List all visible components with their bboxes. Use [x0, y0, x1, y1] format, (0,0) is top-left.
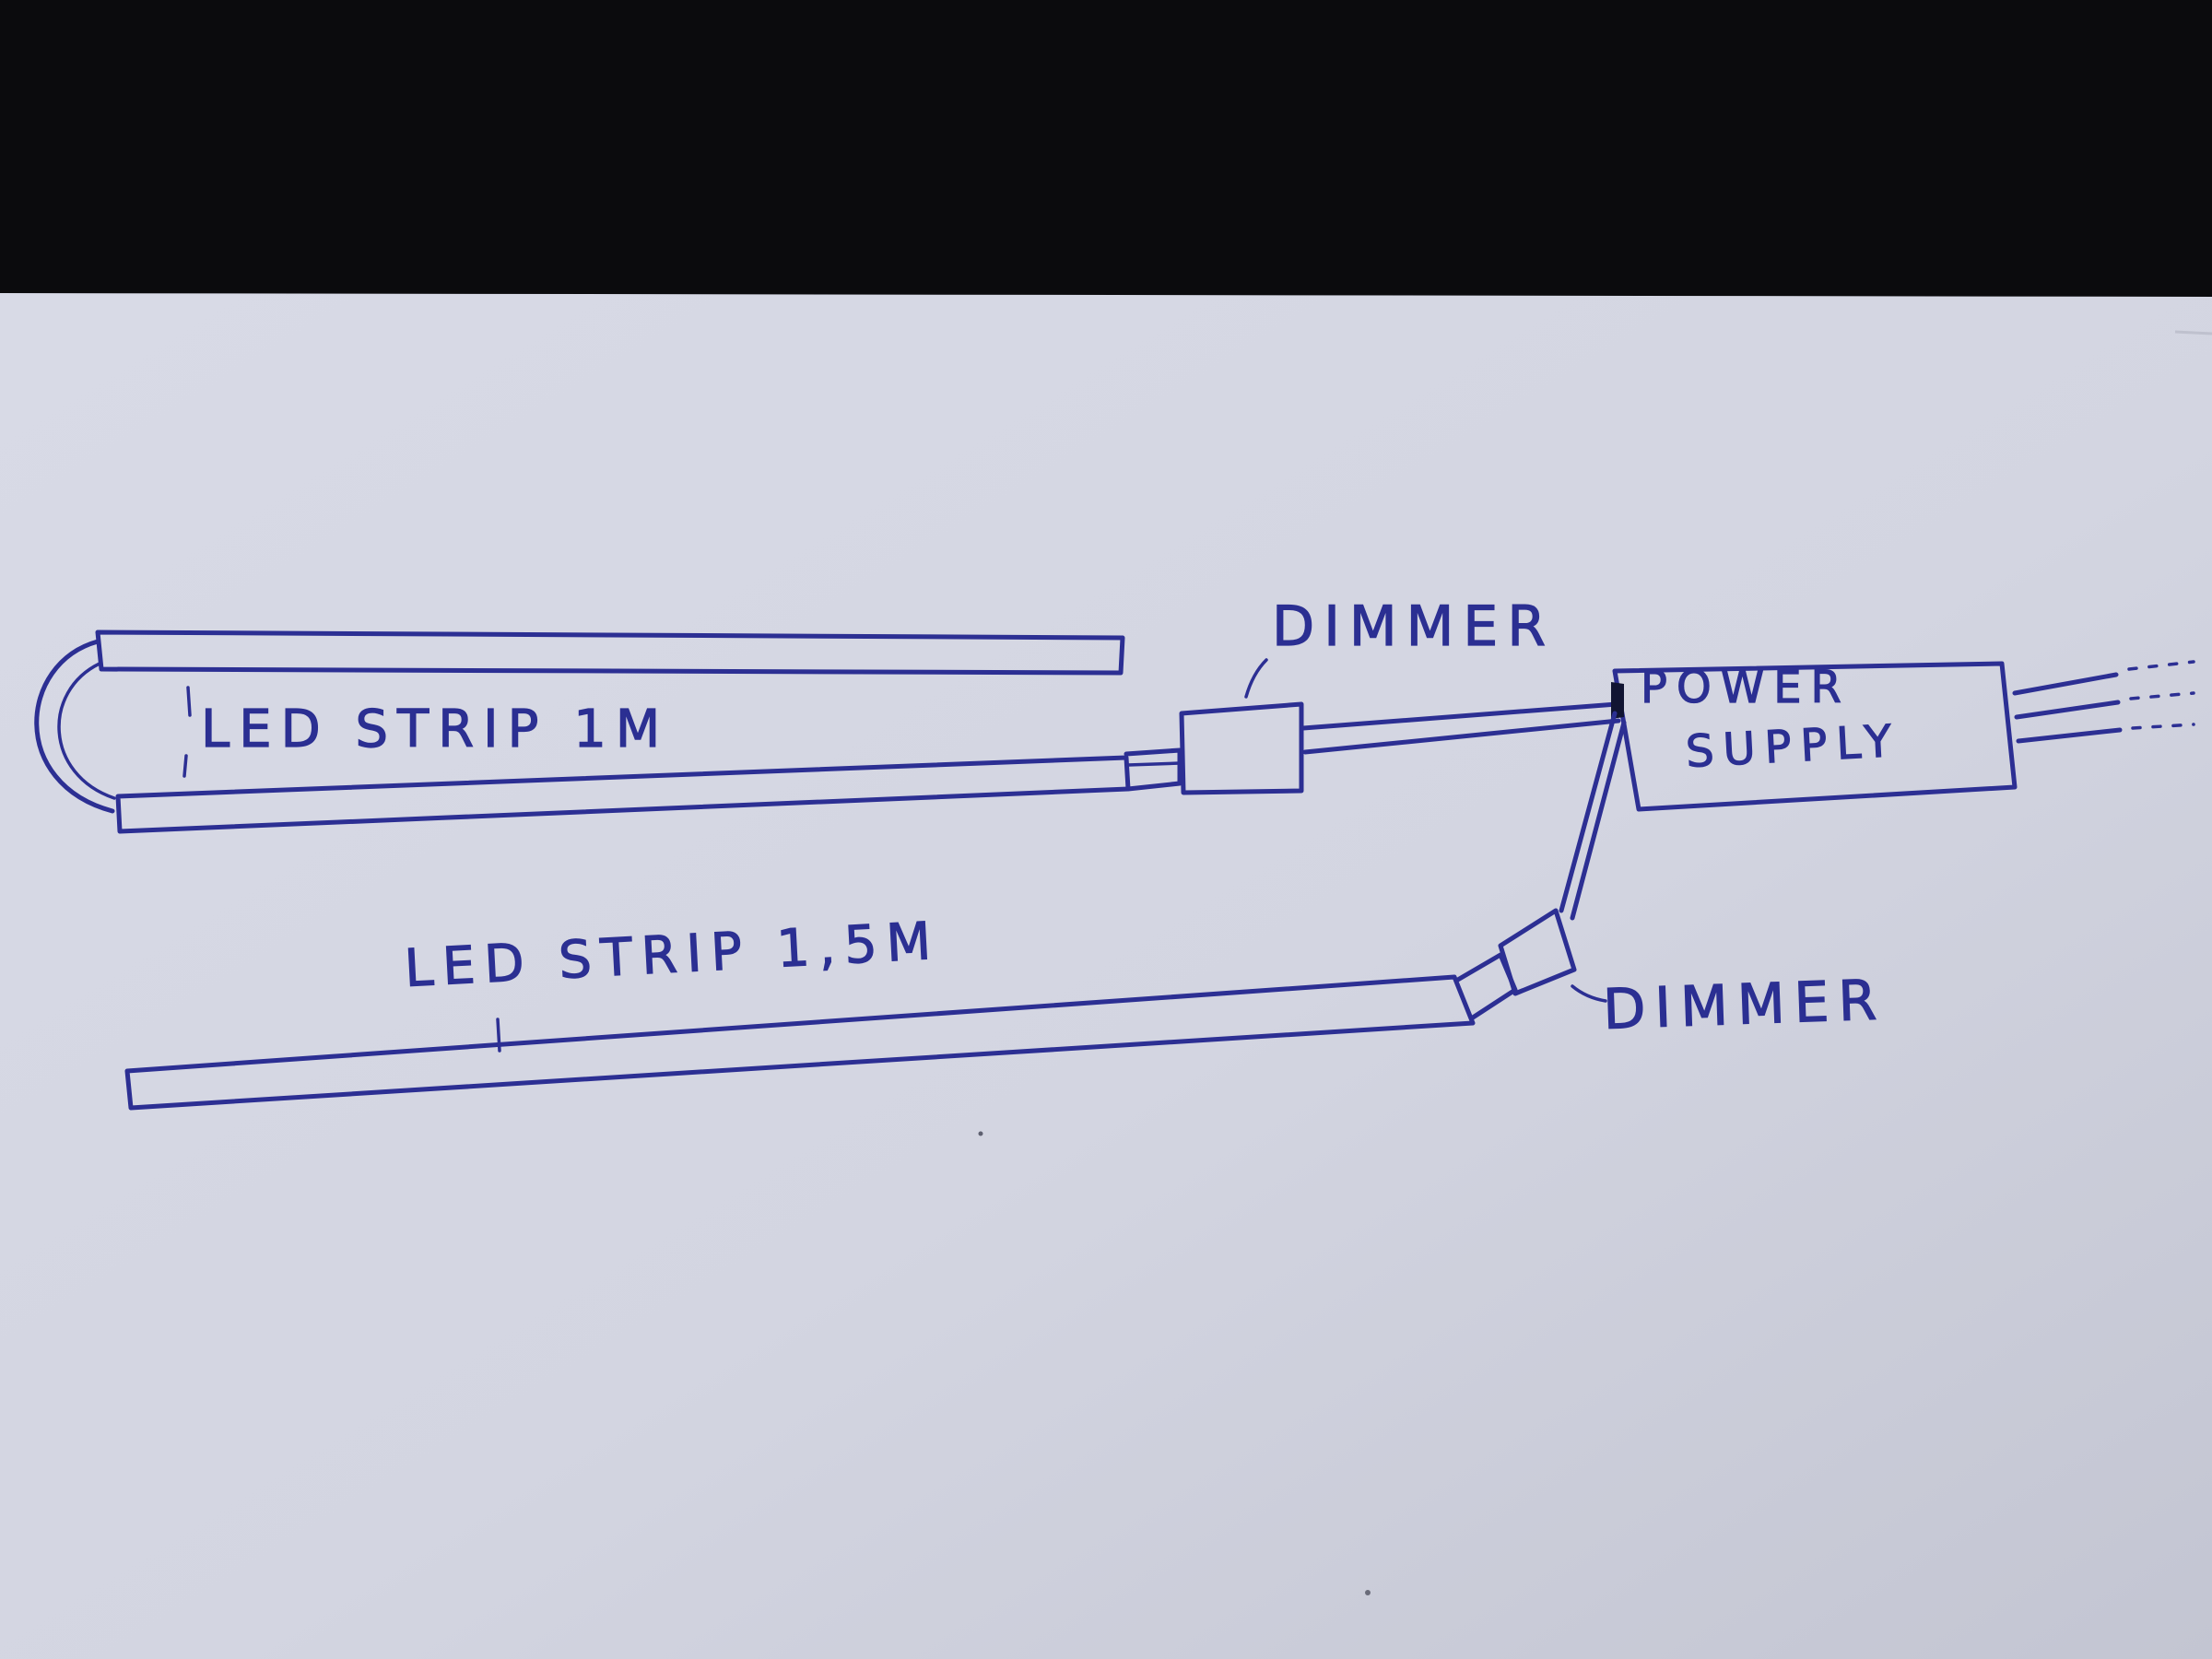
wire-dimmer-bottom-left	[1559, 711, 1618, 913]
led-strip-1-5m-leader	[496, 1018, 501, 1053]
dimmer-top-box	[1179, 701, 1304, 795]
power-supply-label-line2: SUPPLY	[1685, 715, 1902, 778]
wire-dimmer-top-upper	[1300, 701, 1619, 731]
led-strip-1m-leader	[182, 686, 192, 778]
output-wire-3	[2016, 727, 2123, 744]
led-strip-1m-connector	[1124, 747, 1182, 792]
paper-speck	[1365, 1590, 1371, 1595]
led-strip-1m-connector-wire	[1126, 761, 1182, 767]
wire-dimmer-top-lower	[1302, 718, 1621, 755]
output-wire-2	[2014, 700, 2121, 720]
led-strip-1-5m-body	[124, 974, 1476, 1111]
dimmer-top-label: DIMMER	[1272, 594, 1555, 659]
led-strip-1m-upper-segment	[95, 629, 1125, 676]
power-supply-label-line1: POWER	[1641, 662, 1851, 713]
power-supply-marker	[1611, 682, 1624, 719]
wire-dimmer-bottom-right	[1570, 720, 1627, 921]
dimmer-bottom-label: DIMMER	[1602, 968, 1887, 1042]
led-strip-1-5m	[124, 952, 1518, 1111]
led-strip-1-5m-connector	[1453, 952, 1518, 1020]
led-strip-1m-fold-outer	[34, 639, 115, 814]
output-wire-1	[2012, 672, 2119, 696]
dimmer-top-leader	[1244, 658, 1268, 699]
led-strip-1m-fold-inner	[57, 662, 116, 800]
led-strip-1m-label: LED STRIP 1M	[201, 700, 669, 759]
paper-fold	[2174, 330, 2212, 335]
led-strip-1m	[34, 629, 1182, 834]
dimmer-bottom-leader	[1571, 984, 1607, 1003]
paper-speck	[978, 1131, 983, 1136]
power-supply-box	[1612, 661, 2018, 812]
